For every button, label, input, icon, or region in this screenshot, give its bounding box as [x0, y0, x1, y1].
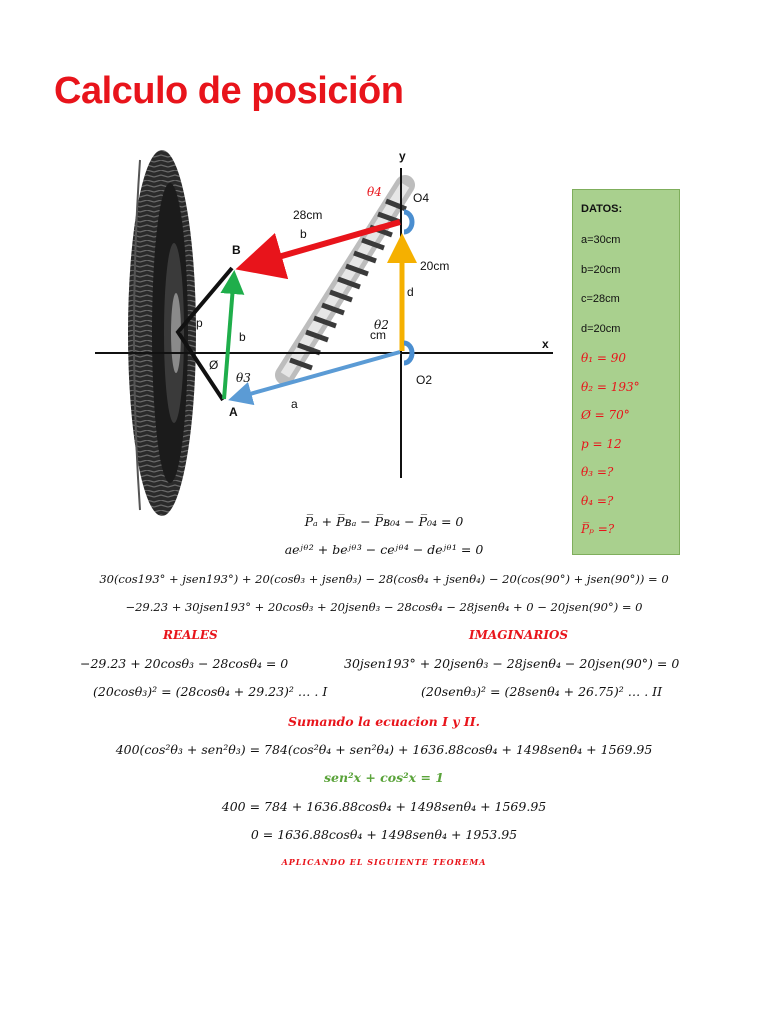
equation-reduced: 400 = 784 + 1636.88cosθ₄ + 1498senθ₄ + 1…	[221, 799, 547, 814]
heading-sumando: Sumando la ecuacion I y II.	[288, 714, 480, 729]
label-point-a: A	[229, 405, 238, 419]
heading-aplicando: APLICANDO EL SIGUIENTE TEOREMA	[281, 857, 487, 867]
label-theta4: θ4	[367, 185, 382, 199]
label-cm: cm	[370, 328, 386, 342]
datos-row: c=28cm	[581, 293, 620, 305]
datos-box: DATOS: a=30cm b=20cm c=28cm d=20cm θ₁ = …	[572, 189, 680, 555]
equation-final: 0 = 1636.88cosθ₄ + 1498senθ₄ + 1953.95	[250, 827, 518, 842]
label-len-b: 28cm	[293, 208, 322, 222]
datos-red-row: θ₄ =?	[581, 493, 614, 508]
label-axis-y: y	[399, 149, 406, 163]
vector-b-red	[235, 219, 401, 280]
datos-row: a=30cm	[581, 234, 621, 246]
label-point-b: B	[232, 243, 241, 257]
datos-row: b=20cm	[581, 263, 621, 276]
equation-real-2: (20cosθ₃)² = (28cosθ₄ + 29.23)² … . I	[93, 684, 328, 699]
equation-real-1: −29.23 + 20cosθ₃ − 28cosθ₄ = 0	[80, 656, 289, 671]
label-20cm: 20cm	[420, 259, 449, 273]
coupler-triangle	[175, 266, 234, 402]
equation-imag-1: 30jsen193° + 20jsenθ₃ − 28jsenθ₄ − 20jse…	[344, 656, 680, 671]
datos-red-row: θ₁ = 90	[581, 351, 626, 365]
vector-a-blue	[228, 350, 401, 406]
label-phi: Ø	[209, 358, 218, 372]
equation-sum: 400(cos²θ₃ + sen²θ₃) = 784(cos²θ₄ + sen²…	[115, 742, 653, 757]
heading-reales: REALES	[163, 628, 218, 642]
datos-row: d=20cm	[581, 322, 621, 335]
datos-title: DATOS:	[581, 203, 623, 215]
tire-image	[128, 150, 196, 516]
label-d: d	[407, 285, 414, 299]
datos-red-row: P̅ₚ =?	[581, 522, 615, 536]
label-axis-x: x	[542, 337, 549, 351]
label-theta3: θ3	[236, 371, 251, 385]
datos-red-row: p = 12	[581, 436, 622, 451]
equation-vector-sum: P̅ₐ + P̅ʙₐ − P̅ʙ₀₄ − P̅₀₄ = 0	[304, 514, 464, 529]
label-p: p	[196, 316, 203, 330]
label-a: a	[291, 397, 298, 411]
shock-absorber-image	[275, 175, 415, 385]
page-title: Calculo de posición	[54, 70, 404, 112]
label-b-left: b	[239, 330, 246, 344]
pivot-o4-icon	[403, 209, 415, 235]
equation-complex: aeʲᶿ² + beʲᶿ³ − ceʲᶿ⁴ − deʲᶿ¹ = 0	[284, 542, 484, 557]
label-b-top: b	[300, 227, 307, 241]
pivot-o2-icon	[403, 340, 415, 366]
equation-imag-2: (20senθ₃)² = (28senθ₄ + 26.75)² … . II	[421, 684, 663, 699]
label-o4: O4	[413, 191, 429, 205]
datos-red-row: θ₂ = 193°	[581, 379, 640, 394]
datos-red-row: θ₃ =?	[581, 465, 614, 479]
label-o2: O2	[416, 373, 432, 387]
datos-red-row: Ø = 70°	[581, 408, 630, 422]
vector-ba-green	[220, 270, 245, 400]
mechanism-diagram: y x 28cm b B A O4 O2 20cm d p b Ø θ3 θ4 …	[95, 149, 553, 516]
label-theta2: θ2	[374, 318, 389, 332]
equation-simplified: −29.23 + 30jsen193° + 20cosθ₃ + 20jsenθ₃…	[125, 600, 643, 614]
equation-expanded: 30(cos193° + jsen193°) + 20(cosθ₃ + jsen…	[99, 572, 669, 586]
heading-imaginarios: IMAGINARIOS	[469, 628, 569, 642]
equation-identity: sen²x + cos²x = 1	[324, 770, 444, 785]
